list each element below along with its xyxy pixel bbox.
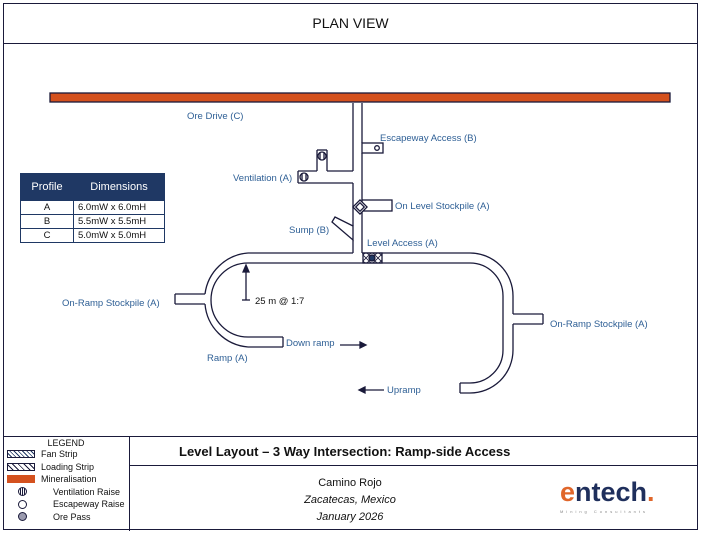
ventilation-raise-icon <box>299 172 309 182</box>
label-escapeway-access: Escapeway Access (B) <box>380 133 477 144</box>
ventilation-raise-icon <box>317 151 327 161</box>
project-info: Camino Rojo Zacatecas, Mexico January 20… <box>130 467 570 526</box>
table-cell: 6.0mW x 6.0mH <box>73 200 165 215</box>
legend-label: Ventilation Raise <box>53 486 121 497</box>
loading-strip-icon <box>7 462 35 471</box>
fan-strip-icon <box>7 450 35 459</box>
legend-item: Ore Pass <box>3 511 129 524</box>
ventilation-drive <box>297 149 353 184</box>
table-header: Profile <box>20 173 74 201</box>
label-ramp: Ramp (A) <box>207 353 248 364</box>
on-level-stockpile <box>361 199 393 212</box>
legend-label: Fan Strip <box>41 449 78 460</box>
label-level-access: Level Access (A) <box>367 238 438 249</box>
project-location: Zacatecas, Mexico <box>304 494 396 506</box>
legend-item: Mineralisation <box>3 473 129 486</box>
project-date: January 2026 <box>316 511 384 523</box>
legend-label: Ore Pass <box>53 511 91 522</box>
label-down-ramp: Down ramp <box>286 338 335 349</box>
table-cell: 5.0mW x 5.0mH <box>73 228 165 243</box>
access-drive <box>352 103 363 253</box>
escapeway-raise-icon <box>18 499 27 509</box>
label-upramp: Upramp <box>387 385 421 396</box>
ore-pass-icon <box>18 512 27 522</box>
escapeway-access <box>361 142 384 154</box>
escapeway-raise-icon <box>374 145 380 151</box>
table-header: Dimensions <box>73 173 165 201</box>
label-ventilation: Ventilation (A) <box>233 173 292 184</box>
project-name: Camino Rojo <box>318 477 382 489</box>
legend-label: Escapeway Raise <box>53 499 125 510</box>
title-block: LEGEND Fan Strip Loading Strip Mineralis… <box>3 436 698 531</box>
legend-item: Escapeway Raise <box>3 498 129 511</box>
sump <box>331 216 354 242</box>
mineralisation-icon <box>7 475 35 484</box>
loading-strip-icon <box>352 199 368 215</box>
legend-item: Loading Strip <box>3 461 129 474</box>
sheet-border <box>3 3 698 530</box>
label-gradient: 25 m @ 1:7 <box>255 296 304 307</box>
legend: LEGEND Fan Strip Loading Strip Mineralis… <box>3 437 130 531</box>
label-sump: Sump (B) <box>289 225 329 236</box>
legend-label: Mineralisation <box>41 474 97 485</box>
down-ramp-arrow-icon <box>340 340 368 350</box>
table-cell: 5.5mW x 5.5mH <box>73 214 165 229</box>
legend-item: Fan Strip <box>3 448 129 461</box>
label-ore-drive: Ore Drive (C) <box>187 111 243 122</box>
drawing-title: Level Layout – 3 Way Intersection: Ramp-… <box>130 437 698 466</box>
label-on-ramp-stockpile-left: On-Ramp Stockpile (A) <box>62 298 160 309</box>
legend-item: Ventilation Raise <box>3 486 129 499</box>
page-title: PLAN VIEW <box>3 3 698 44</box>
mineralisation-bar <box>49 92 671 103</box>
table-cell: C <box>20 228 74 243</box>
entech-logo: entech.Mining Consultants <box>560 477 655 514</box>
upramp-arrow-icon <box>357 385 384 395</box>
ore-pass-icon <box>368 254 376 262</box>
gradient-arrow-icon <box>242 263 250 301</box>
ramp <box>174 252 544 394</box>
table-cell: A <box>20 200 74 215</box>
label-on-ramp-stockpile-right: On-Ramp Stockpile (A) <box>550 319 648 330</box>
label-on-level-stockpile: On Level Stockpile (A) <box>395 201 490 212</box>
table-cell: B <box>20 214 74 229</box>
legend-title: LEGEND <box>47 438 85 448</box>
legend-label: Loading Strip <box>41 461 95 472</box>
ventilation-raise-icon <box>18 487 27 497</box>
